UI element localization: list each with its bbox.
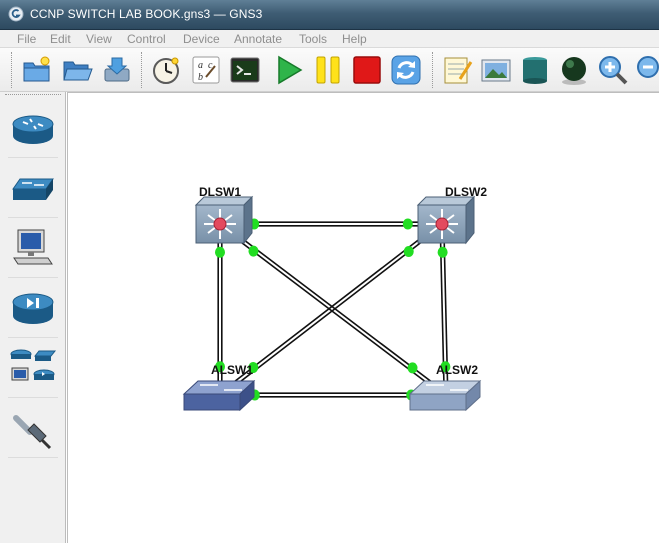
panel-divider: [8, 217, 58, 218]
zoom-in-button[interactable]: [596, 53, 630, 87]
suspend-all-button[interactable]: [311, 53, 345, 87]
picture-icon: [481, 59, 511, 82]
toolbar-separator: [141, 52, 143, 88]
reload-icon: [391, 55, 421, 85]
topology-canvas[interactable]: DLSW1 DLSW2 ALSW1: [67, 92, 659, 543]
open-folder-icon: [63, 61, 93, 81]
switches-button[interactable]: [8, 164, 58, 214]
toolbar-grip: [11, 52, 13, 88]
pause-icon: [316, 56, 340, 84]
start-all-button[interactable]: [272, 53, 306, 87]
new-project-button[interactable]: [20, 53, 54, 87]
end-devices-button[interactable]: [8, 224, 58, 274]
add-note-button[interactable]: [440, 53, 474, 87]
show-interface-labels-button[interactable]: a c b: [189, 53, 223, 87]
snapshot-button[interactable]: [149, 53, 183, 87]
menu-edit[interactable]: Edit: [50, 32, 71, 46]
link-dlsw1-dlsw2[interactable]: [220, 218, 442, 230]
draw-ellipse-button[interactable]: [557, 53, 591, 87]
window-title: CCNP SWITCH LAB BOOK.gns3 — GNS3: [30, 7, 263, 21]
link-status-indicator: [402, 218, 413, 230]
toolbar-separator: [432, 52, 434, 88]
menu-file[interactable]: File: [17, 32, 37, 46]
link-status-indicator: [215, 361, 225, 373]
menu-control[interactable]: Control: [127, 32, 166, 46]
save-icon: [104, 57, 130, 82]
play-icon: [278, 55, 303, 85]
add-link-button[interactable]: [8, 404, 58, 454]
svg-text:b: b: [198, 72, 203, 83]
node-label-alsw2: ALSW2: [436, 363, 478, 377]
menu-annotate[interactable]: Annotate: [234, 32, 283, 46]
zoom-in-icon: [599, 56, 628, 85]
node-dlsw1[interactable]: DLSW1: [194, 185, 254, 245]
menu-view[interactable]: View: [86, 32, 112, 46]
link-dlsw2-alsw2[interactable]: [437, 223, 451, 396]
firewall-icon: [12, 293, 54, 324]
menu-device[interactable]: Device: [183, 32, 220, 46]
rectangle-icon: [523, 57, 547, 84]
all-devices-icon: [10, 349, 57, 381]
link-dlsw1-alsw1[interactable]: [215, 224, 225, 395]
all-devices-button[interactable]: [8, 344, 58, 394]
node-alsw1[interactable]: ALSW1: [182, 363, 256, 412]
panel-divider: [8, 457, 58, 458]
open-project-button[interactable]: [60, 53, 94, 87]
svg-text:c: c: [208, 60, 213, 71]
node-dlsw2[interactable]: DLSW2: [416, 185, 487, 245]
save-project-button[interactable]: [100, 53, 134, 87]
stop-icon: [353, 56, 381, 84]
gns3-app-icon[interactable]: [8, 6, 24, 22]
insert-picture-button[interactable]: [479, 53, 513, 87]
panel-divider: [8, 277, 58, 278]
topology-graph[interactable]: DLSW1 DLSW2 ALSW1: [68, 93, 659, 543]
console-all-button[interactable]: [228, 53, 262, 87]
svg-text:a: a: [198, 60, 203, 71]
link-status-indicator: [440, 361, 451, 373]
menu-bar: File Edit View Control Device Annotate T…: [0, 30, 659, 48]
link-status-indicator: [437, 246, 448, 258]
zoom-out-button[interactable]: [634, 53, 659, 87]
node-label-alsw1: ALSW1: [211, 363, 253, 377]
draw-rectangle-button[interactable]: [518, 53, 552, 87]
cable-icon: [13, 415, 52, 450]
node-alsw2[interactable]: ALSW2: [408, 363, 482, 412]
pc-icon: [13, 229, 53, 265]
title-bar: CCNP SWITCH LAB BOOK.gns3 — GNS3: [0, 0, 659, 30]
note-icon: [444, 57, 473, 84]
link-status-indicator: [403, 245, 414, 257]
abc-labels-icon: a c b: [192, 56, 220, 84]
menu-tools[interactable]: Tools: [299, 32, 328, 46]
zoom-out-icon: [637, 56, 659, 78]
menu-help[interactable]: Help: [342, 32, 367, 46]
switch-icon: [12, 178, 54, 200]
panel-divider: [8, 397, 58, 398]
security-devices-button[interactable]: [8, 284, 58, 334]
stop-all-button[interactable]: [350, 53, 384, 87]
device-type-panel: [0, 92, 66, 543]
routers-button[interactable]: [8, 104, 58, 154]
node-label-dlsw2: DLSW2: [445, 185, 487, 199]
link-status-indicator: [248, 362, 259, 374]
panel-divider: [8, 337, 58, 338]
console-icon: [230, 57, 260, 83]
reload-all-button[interactable]: [389, 53, 423, 87]
panel-divider: [8, 157, 58, 158]
router-icon: [12, 115, 54, 144]
new-folder-icon: [23, 56, 50, 82]
ellipse-icon: [562, 57, 586, 85]
node-label-dlsw1: DLSW1: [199, 185, 241, 199]
clock-icon: [153, 57, 179, 84]
link-status-indicator: [407, 362, 418, 374]
toolbar: a c b: [0, 48, 659, 92]
panel-grip: [5, 94, 61, 96]
link-status-indicator: [215, 246, 225, 258]
link-status-indicator: [248, 245, 259, 257]
link-dlsw2-alsw1[interactable]: [218, 221, 444, 398]
